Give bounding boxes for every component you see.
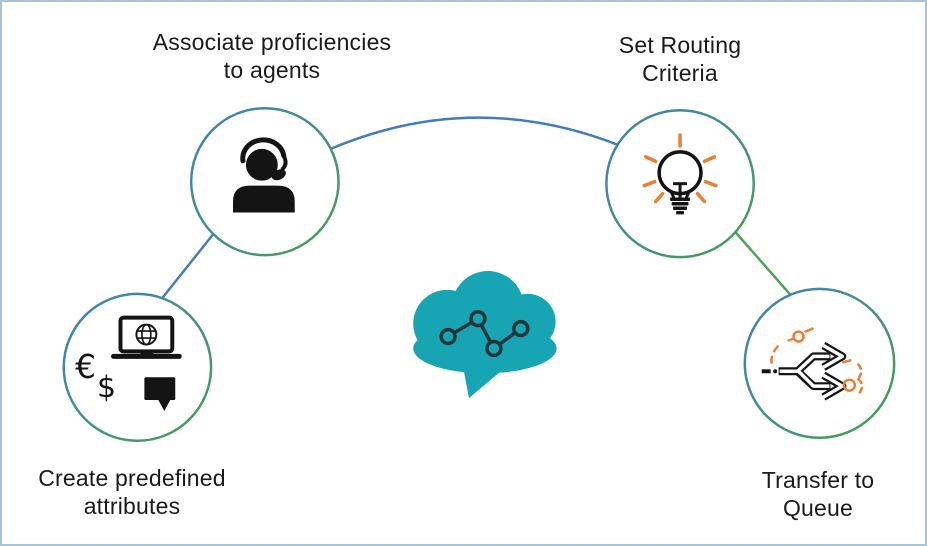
dollar-symbol: $ xyxy=(97,370,116,405)
step-circle-associate-proficiencies xyxy=(189,106,340,257)
logo-trend-nodes xyxy=(439,309,530,358)
chat-bubble-icon xyxy=(144,377,176,411)
euro-symbol: € xyxy=(75,348,96,386)
branching-arrows-icon xyxy=(761,327,864,401)
step-label-create-predefined-attributes: Create predefined attributes xyxy=(38,465,226,519)
support-agent-headset-icon xyxy=(232,137,295,213)
step-label-set-routing-criteria: Set Routing Criteria xyxy=(618,32,742,86)
orange-route-accents xyxy=(770,327,864,395)
laptop-globe-currency-chat-icon: € $ xyxy=(75,315,182,411)
step-label-associate-proficiencies: Associate proficiencies to agents xyxy=(152,29,392,83)
lightbulb-idea-icon xyxy=(642,133,718,215)
lightbulb-rays xyxy=(642,133,718,204)
logo-trend-line xyxy=(447,316,522,352)
step-circle-transfer-queue xyxy=(743,287,896,440)
connector-routing-to-transfer xyxy=(725,221,798,303)
step-label-transfer-to-queue: Transfer to Queue xyxy=(761,467,875,521)
teal-cloud-analytics-logo xyxy=(413,271,557,399)
step-circles xyxy=(62,106,896,443)
connector-agent-to-routing-arc xyxy=(330,116,624,151)
